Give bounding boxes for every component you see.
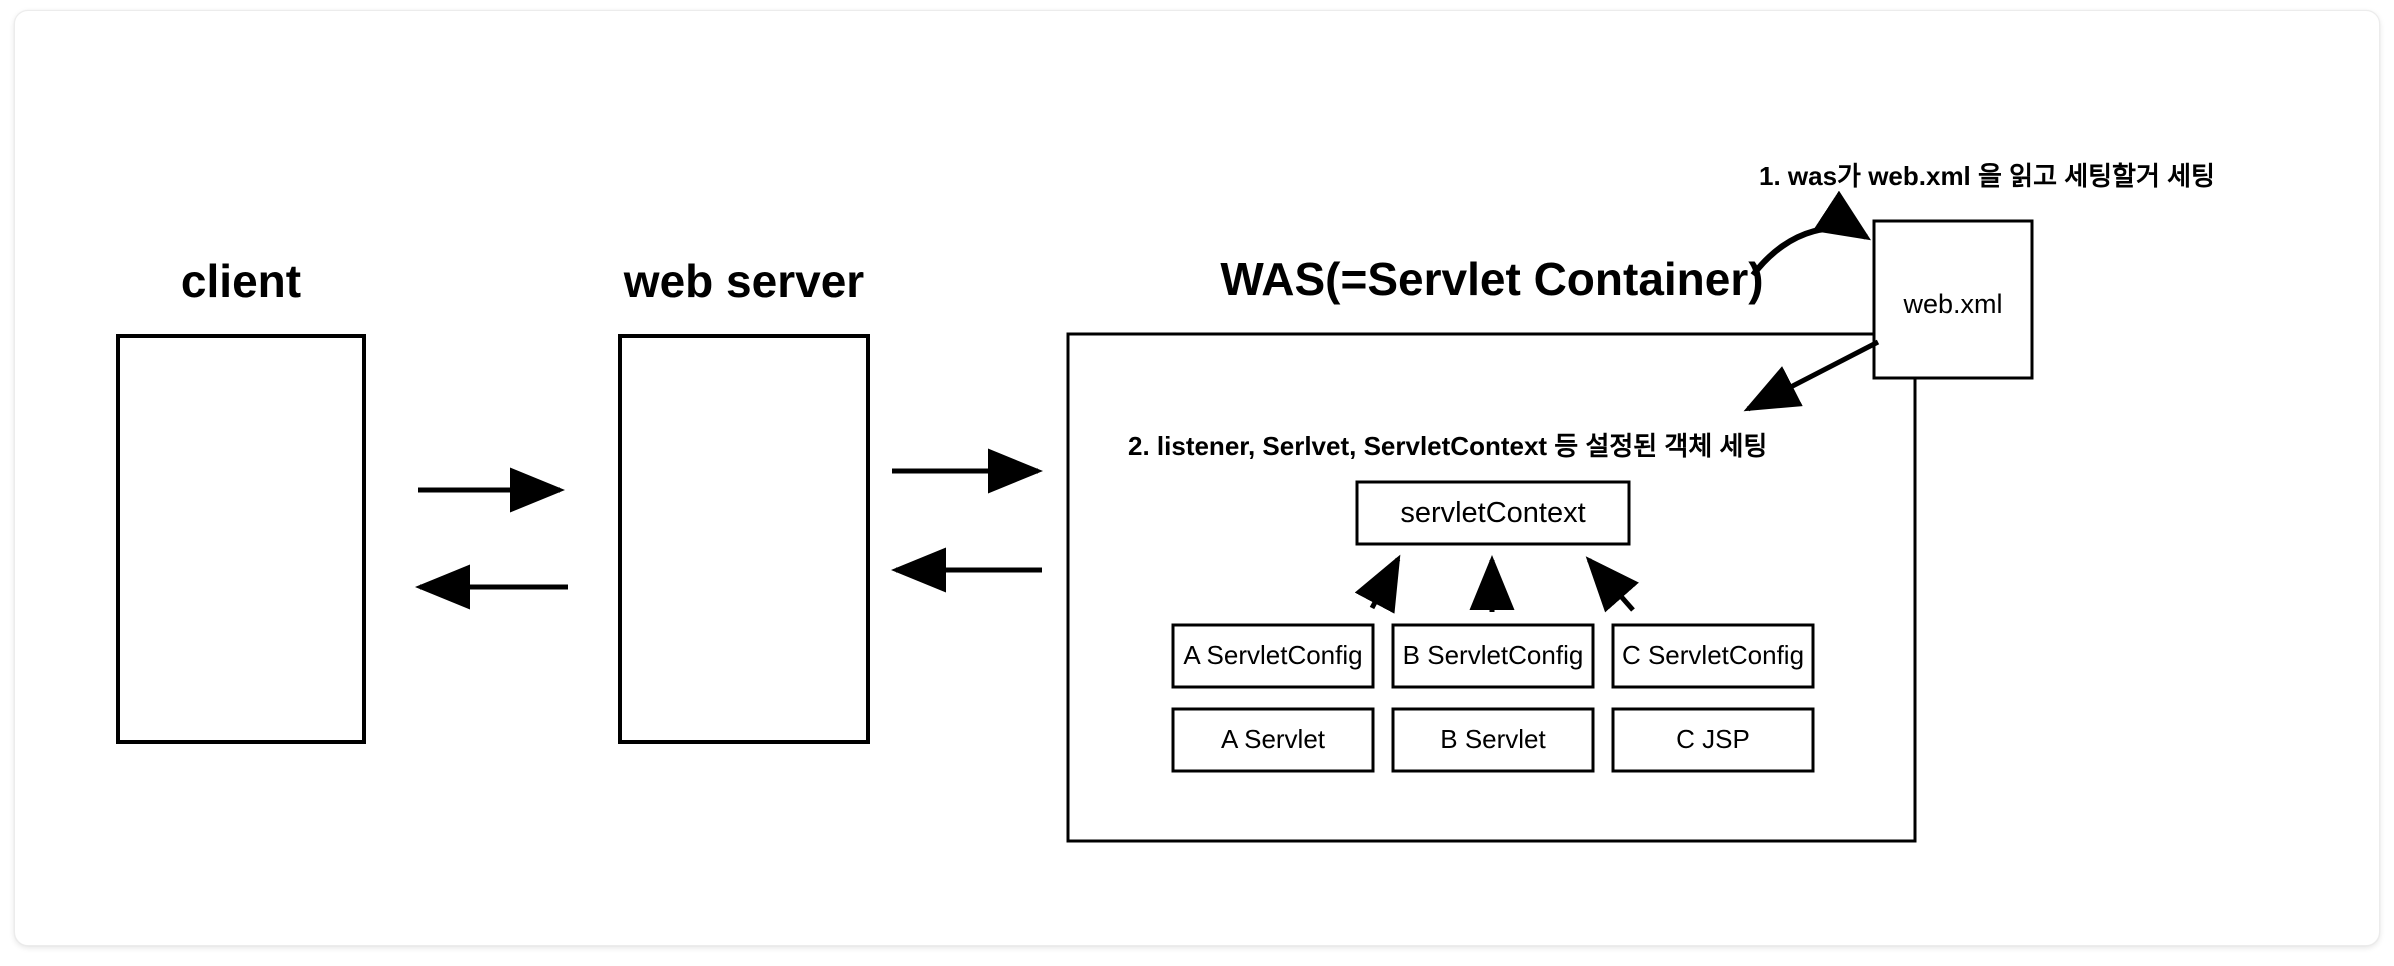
servlet-context-box [1355,480,1631,546]
a-servlet-label: A Servlet [1221,724,1326,754]
web-server-title: web server [623,255,864,307]
client-box [116,334,366,744]
client-title: client [181,255,301,307]
c-servlet-config-label: C ServletConfig [1622,640,1804,670]
was-reads-webxml-arrow [1750,190,1872,277]
was-title: WAS(=Servlet Container) [1220,253,1763,305]
annotation-step-1: 1. was가 web.xml 을 읽고 세팅할거 세팅 [1759,161,2215,191]
c-servlet-config-box [1611,623,1815,689]
a-servlet-config-box [1171,623,1375,689]
a-config-to-context-arrow [1354,554,1401,614]
web-server-box [618,334,870,744]
webxml-to-was-objects-arrow [1743,339,1880,412]
was-container-box [1066,332,1917,843]
annotation-step-2: 2. listener, Serlvet, ServletContext 등 설… [1128,431,1767,461]
a-servlet-config-label: A ServletConfig [1183,640,1362,670]
b-servlet-label: B Servlet [1440,724,1546,754]
c-jsp-box [1611,707,1815,773]
c-config-to-context-arrow [1585,556,1639,613]
a-servlet-box [1171,707,1375,773]
c-jsp-label: C JSP [1676,724,1750,754]
diagram-card [14,10,2380,946]
web-xml-label: web.xml [1902,289,2002,319]
b-servlet-config-label: B ServletConfig [1403,640,1584,670]
b-servlet-config-box [1391,623,1595,689]
web-xml-box [1872,219,2034,380]
servlet-context-label: servletContext [1400,497,1585,529]
b-servlet-box [1391,707,1595,773]
